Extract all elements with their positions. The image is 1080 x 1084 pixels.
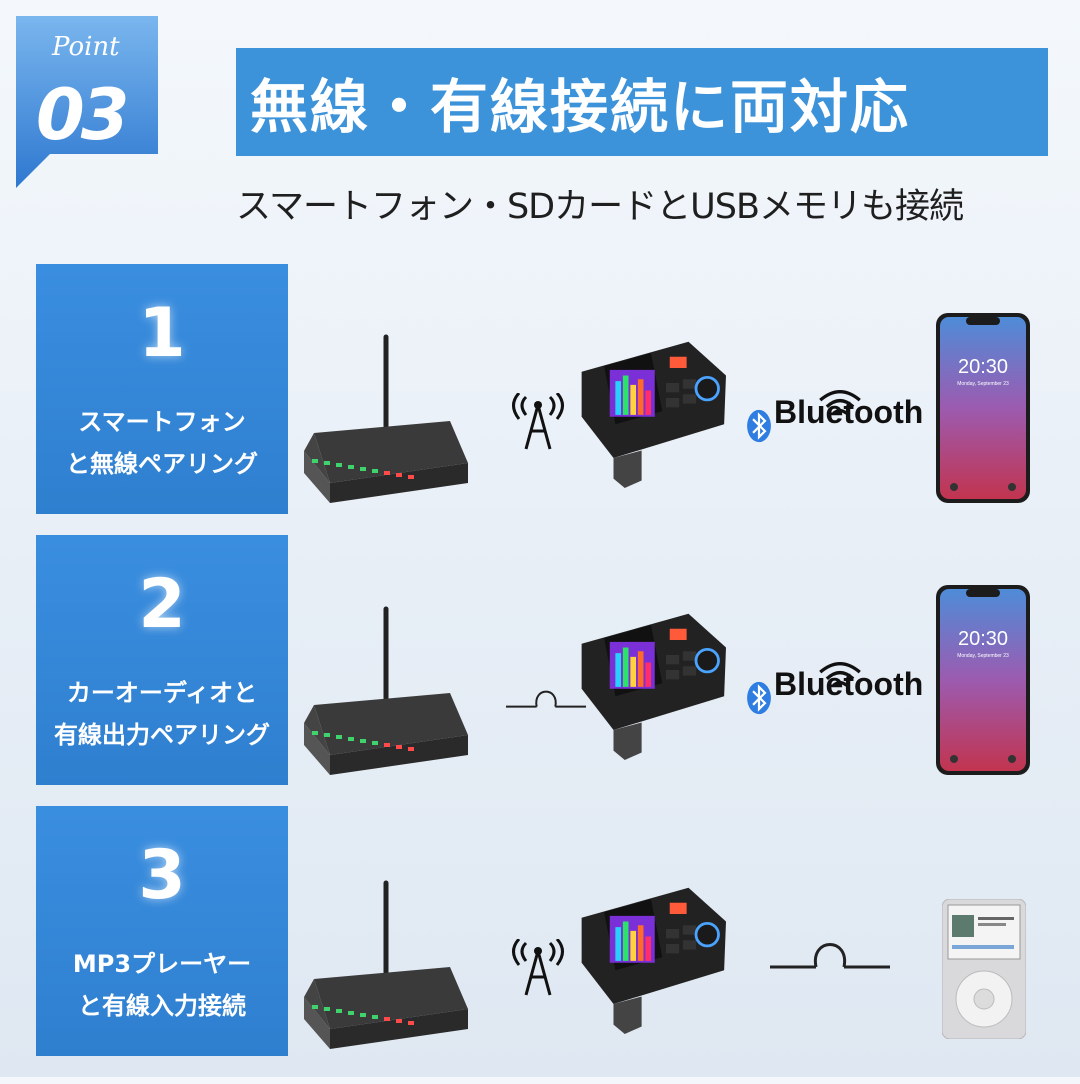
- fm-transmitter-icon: [580, 612, 726, 762]
- smartphone-icon: [936, 313, 1030, 503]
- fm-transmitter-icon: [580, 340, 726, 490]
- router-icon: [304, 609, 468, 775]
- router-icon: [304, 883, 468, 1049]
- page-subtitle: スマートフォン・SDカードとUSBメモリも接続: [236, 187, 964, 227]
- point-badge: Point 03: [16, 16, 158, 188]
- antenna-icon: [512, 393, 564, 451]
- connection-row-3: [300, 834, 1060, 1084]
- bluetooth-label: Bluetooth: [774, 666, 924, 702]
- badge-number: 03: [36, 74, 129, 156]
- mp3-player-icon: [942, 899, 1026, 1039]
- bluetooth-label: Bluetooth: [774, 394, 924, 430]
- step-label-line2: と有線入力接続: [78, 992, 246, 1020]
- step-label-line2: 有線出力ペアリング: [54, 721, 270, 749]
- step-card-2: 2 カーオーディオと 有線出力ペアリング: [36, 535, 288, 785]
- phone-time: 20:30: [958, 628, 1008, 650]
- fm-transmitter-icon: [580, 886, 726, 1036]
- step-label-line1: スマートフォン: [78, 408, 246, 436]
- step-number: 2: [138, 565, 186, 644]
- step-label-line1: MP3プレーヤー: [72, 950, 252, 978]
- page-title: 無線・有線接続に両対応: [250, 73, 911, 141]
- bluetooth-icon: [746, 681, 772, 715]
- step-card-1: 1 スマートフォン と無線ペアリング: [36, 264, 288, 514]
- step-card-3: 3 MP3プレーヤー と有線入力接続: [36, 806, 288, 1056]
- antenna-icon: [512, 939, 564, 997]
- audio-cable-icon: [506, 690, 586, 708]
- phone-date: Monday, September 23: [957, 381, 1009, 387]
- title-bar: 無線・有線接続に両対応: [236, 48, 1048, 156]
- step-number: 1: [138, 294, 186, 373]
- badge-shape: [16, 16, 158, 188]
- smartphone-icon: [936, 585, 1030, 775]
- audio-cable-icon: [770, 943, 890, 969]
- phone-date: Monday, September 23: [957, 653, 1009, 659]
- connection-row-1: 20:30 Monday, September 23 Bluetooth: [300, 288, 1060, 538]
- step-label-line2: と無線ペアリング: [66, 450, 258, 478]
- step-label-line1: カーオーディオと: [66, 679, 258, 707]
- bluetooth-icon: [746, 409, 772, 443]
- phone-time: 20:30: [958, 356, 1008, 378]
- step-number: 3: [138, 836, 186, 915]
- connection-row-2: 20:30 Monday, September 23 Bluetooth: [300, 560, 1060, 810]
- router-icon: [304, 337, 468, 503]
- badge-script: Point: [52, 32, 120, 62]
